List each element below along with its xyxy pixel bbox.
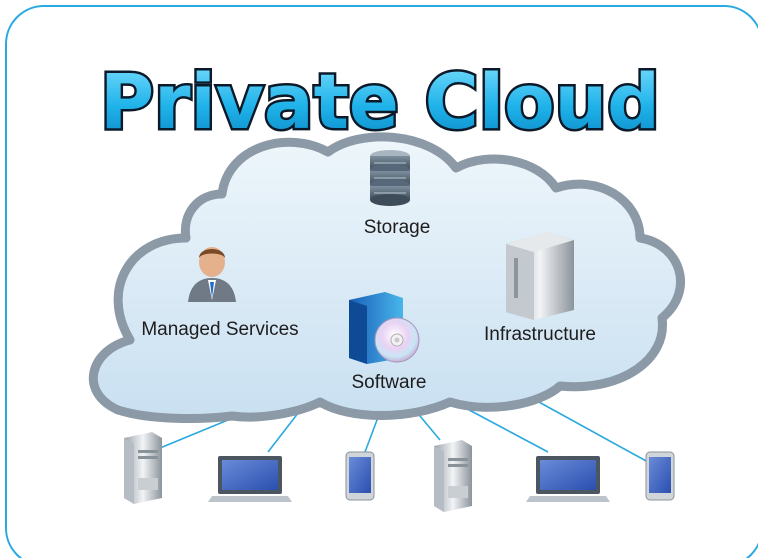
- infrastructure-server-icon: [506, 232, 574, 320]
- storage-icon: [370, 150, 410, 206]
- device-laptop-1: [208, 456, 292, 502]
- frame-border: [5, 5, 758, 558]
- infrastructure-label: Infrastructure: [484, 324, 596, 345]
- device-phone-2: [645, 451, 675, 501]
- device-laptop-2: [526, 456, 610, 502]
- managed-services-label: Managed Services: [141, 319, 298, 340]
- software-icon: [349, 292, 420, 364]
- software-label: Software: [352, 372, 427, 393]
- cloud-shape: [88, 132, 685, 423]
- diagram-title: Private Cloud: [100, 57, 660, 146]
- person-icon: [188, 247, 236, 302]
- connector-lines: [159, 395, 649, 463]
- device-server-2: [434, 440, 472, 512]
- storage-label: Storage: [364, 217, 431, 238]
- device-phone-1: [345, 451, 375, 501]
- device-server-1: [124, 432, 162, 504]
